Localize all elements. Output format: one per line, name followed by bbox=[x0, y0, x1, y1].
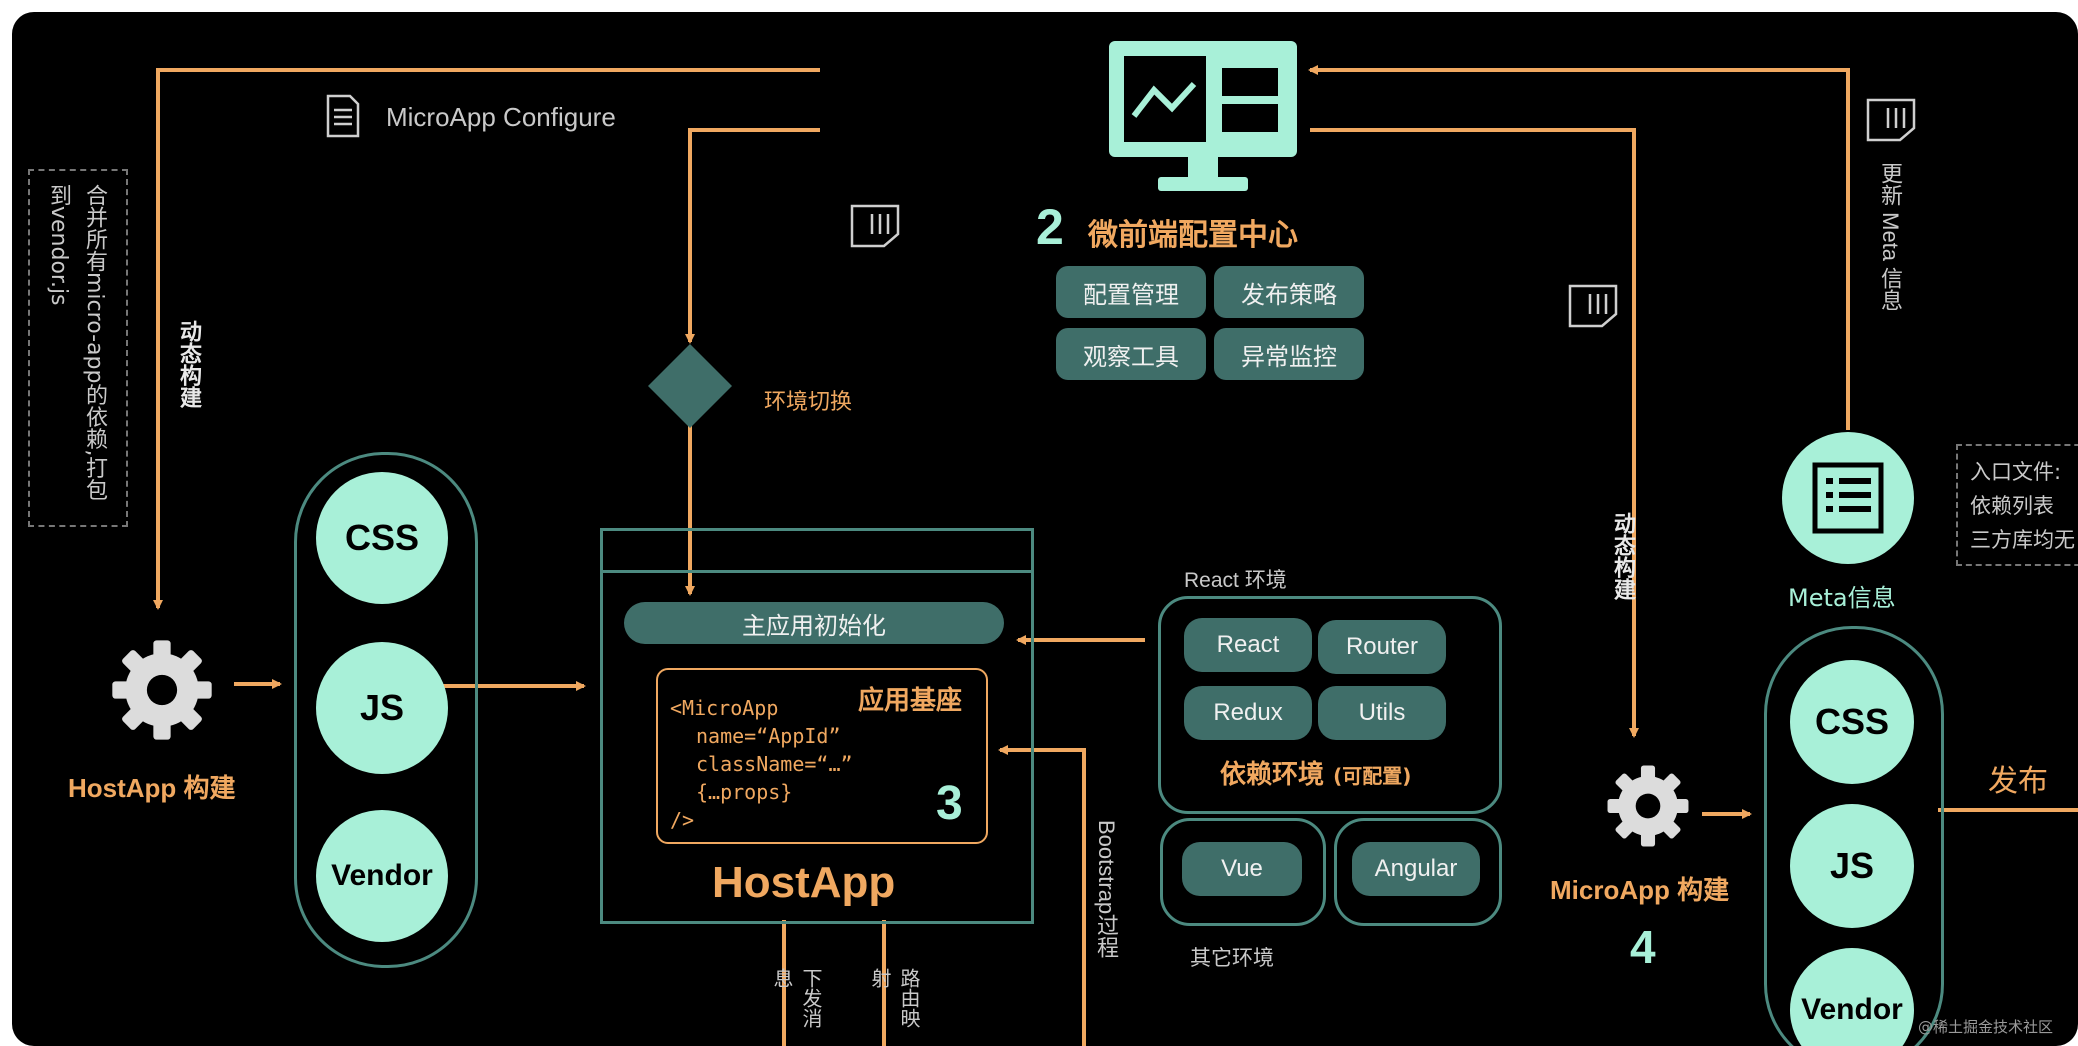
center-title: 微前端配置中心 bbox=[1088, 218, 1298, 253]
dep-env-sub: (可配置) bbox=[1333, 764, 1412, 788]
update-meta-label: 更新 Meta 信息 bbox=[1878, 162, 1903, 312]
edge-bootstrap-to-host bbox=[998, 745, 1086, 1046]
angular-env-box bbox=[1334, 818, 1502, 926]
dep-utils: Utils bbox=[1318, 686, 1446, 740]
dep-vue: Vue bbox=[1182, 842, 1302, 896]
app-base-code-box bbox=[656, 668, 988, 844]
meta-info-box bbox=[1956, 444, 2078, 566]
vue-env-box bbox=[1160, 818, 1326, 926]
dep-env-title: 依赖环境 (可配置) bbox=[1220, 754, 1411, 791]
bootstrap-label: Bootstrap过程 bbox=[1094, 820, 1119, 959]
right-js-asset: JS bbox=[1790, 804, 1914, 928]
env-switch-diamond bbox=[648, 344, 732, 428]
meta-info-line: 依赖列表 bbox=[1970, 494, 2054, 518]
hostapp-title: HostApp bbox=[712, 858, 896, 907]
right-assets-capsule bbox=[1764, 626, 1944, 1046]
center-number: 2 bbox=[1036, 199, 1064, 255]
host-number: 3 bbox=[936, 777, 963, 830]
diagram-canvas: MicroApp Configure 合并所有micro-app的依赖,打包到v… bbox=[12, 12, 2078, 1046]
app-base-label: 应用基座 bbox=[858, 686, 963, 716]
meta-info-line: 入口文件: bbox=[1970, 460, 2062, 484]
config-label: MicroApp Configure bbox=[386, 102, 616, 132]
other-env-label: 其它环境 bbox=[1190, 946, 1274, 970]
microapp-number: 4 bbox=[1630, 921, 1656, 973]
document-icon bbox=[1866, 98, 1916, 142]
merge-note-box bbox=[28, 169, 128, 527]
list-icon bbox=[1812, 462, 1884, 534]
config-manage-button[interactable]: 配置管理 bbox=[1056, 266, 1206, 318]
monitor-icon bbox=[1109, 41, 1297, 191]
publish-label: 发布 bbox=[1988, 764, 2048, 799]
route-map-label: 路由映射 bbox=[868, 968, 921, 1028]
document-icon bbox=[326, 94, 360, 138]
code-line: name=“AppId” bbox=[696, 724, 841, 748]
publish-strategy-button[interactable]: 发布策略 bbox=[1214, 266, 1364, 318]
code-line: className=“…” bbox=[696, 752, 853, 776]
right-css-asset: CSS bbox=[1790, 660, 1914, 784]
edge-config-to-hostapp-build bbox=[153, 68, 820, 610]
right-vendor-asset: Vendor bbox=[1790, 948, 1914, 1046]
left-css-asset: CSS bbox=[316, 472, 448, 604]
code-line: <MicroApp bbox=[670, 696, 779, 720]
left-build-label: 动态构建 bbox=[176, 320, 201, 408]
right-build-label: 动态构建 bbox=[1610, 512, 1635, 600]
document-icon bbox=[850, 204, 900, 248]
left-assets-capsule bbox=[294, 452, 478, 968]
code-line: {…props} bbox=[696, 780, 793, 804]
observe-tools-button[interactable]: 观察工具 bbox=[1056, 328, 1206, 380]
left-js-asset: JS bbox=[316, 642, 448, 774]
meta-label: Meta信息 bbox=[1788, 584, 1896, 612]
host-init-bar: 主应用初始化 bbox=[624, 602, 1004, 644]
edge-center-to-microapp-build bbox=[1310, 128, 1639, 738]
down-message-label: 下发消息 bbox=[770, 968, 823, 1028]
left-vendor-asset: Vendor bbox=[316, 810, 448, 942]
hostapp-window bbox=[600, 528, 1034, 924]
dep-router: Router bbox=[1318, 620, 1446, 674]
meta-info-line: 三方库均无 bbox=[1970, 528, 2075, 552]
dep-redux: Redux bbox=[1184, 686, 1312, 740]
dep-env-main: 依赖环境 bbox=[1220, 760, 1325, 790]
gear-icon bbox=[112, 640, 212, 740]
react-env-label: React 环境 bbox=[1184, 569, 1287, 592]
hostapp-build-label: HostApp 构建 bbox=[68, 773, 236, 803]
merge-note-text: 合并所有micro-app的依赖,打包到vendor.js bbox=[46, 184, 107, 501]
hostapp-titlebar-divider bbox=[603, 570, 1031, 573]
document-icon bbox=[1568, 284, 1618, 328]
microapp-build-label: MicroApp 构建 bbox=[1550, 875, 1730, 905]
code-line: /> bbox=[670, 808, 695, 832]
exception-monitor-button[interactable]: 异常监控 bbox=[1214, 328, 1364, 380]
gear-icon bbox=[1607, 765, 1689, 847]
react-env-box bbox=[1158, 596, 1502, 814]
dep-react: React bbox=[1184, 618, 1312, 672]
env-switch-label: 环境切换 bbox=[764, 390, 853, 415]
watermark: @稀土掘金技术社区 bbox=[1918, 1018, 2054, 1036]
edge-center-to-switch bbox=[685, 128, 820, 344]
connector-layer bbox=[153, 65, 2078, 1046]
dep-angular: Angular bbox=[1352, 842, 1480, 896]
edge-meta-to-center bbox=[1308, 65, 1850, 430]
